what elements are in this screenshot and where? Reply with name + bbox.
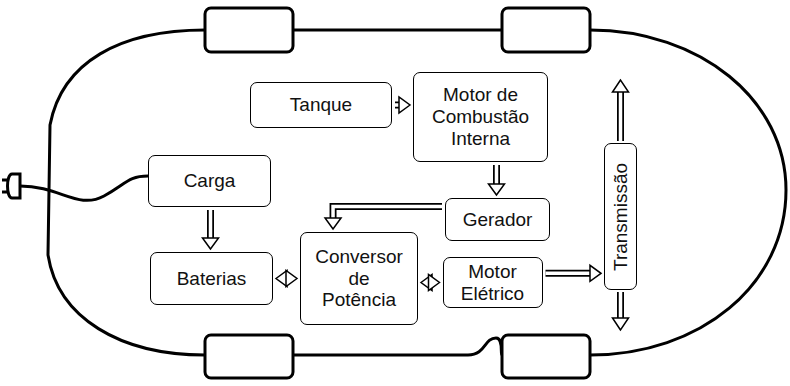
process-box: Tanque bbox=[250, 82, 392, 128]
arrow-shaft-fill bbox=[546, 272, 592, 276]
arrow-head bbox=[590, 265, 601, 281]
arrow-shaft-fill bbox=[333, 207, 442, 219]
flow-arrow bbox=[421, 275, 440, 291]
arrow-head bbox=[203, 238, 219, 249]
arrow-shaft bbox=[333, 207, 442, 219]
box-label: Gerador bbox=[463, 209, 533, 231]
flow-arrow bbox=[546, 265, 602, 281]
arrow-shaft bbox=[493, 165, 500, 185]
box-label: Baterias bbox=[177, 268, 247, 290]
transmission-box: Transmissão bbox=[604, 143, 637, 290]
box-label: Tanque bbox=[290, 94, 352, 116]
flow-arrow bbox=[203, 210, 219, 249]
box-label: Carga bbox=[184, 170, 236, 192]
wheel bbox=[502, 335, 590, 378]
plug bbox=[2, 174, 20, 198]
arrow-head bbox=[325, 218, 341, 229]
arrow-head bbox=[429, 275, 440, 291]
charging-cable bbox=[20, 176, 148, 200]
car-body-line bbox=[293, 338, 502, 355]
wheel bbox=[502, 8, 590, 52]
box-label: Conversor de Potência bbox=[311, 246, 407, 312]
wheel bbox=[205, 8, 293, 52]
flow-arrow bbox=[325, 207, 442, 229]
arrow-shaft-fill bbox=[209, 210, 213, 239]
process-box: Gerador bbox=[445, 198, 550, 241]
flow-arrow bbox=[395, 97, 410, 113]
arrow-shaft bbox=[207, 210, 214, 239]
arrow-head bbox=[489, 184, 505, 195]
wheel bbox=[205, 335, 293, 378]
box-label: Motor de Combustão Interna bbox=[422, 84, 540, 150]
process-box: Motor de Combustão Interna bbox=[413, 72, 548, 162]
arrow-head bbox=[399, 97, 410, 113]
arrow-shaft bbox=[546, 270, 592, 277]
process-box: Carga bbox=[148, 155, 271, 207]
car-body-line bbox=[293, 29, 502, 32]
process-box: Baterias bbox=[150, 252, 273, 305]
box-label: Motor Elétrico bbox=[449, 261, 537, 305]
box-label: Transmissão bbox=[610, 162, 632, 270]
process-box: Motor Elétrico bbox=[443, 257, 543, 309]
car-body-line bbox=[590, 30, 786, 355]
flow-arrow bbox=[489, 165, 505, 195]
process-box: Conversor de Potência bbox=[300, 232, 418, 325]
flow-arrow bbox=[276, 271, 297, 287]
arrow-head bbox=[286, 271, 297, 287]
arrow-shaft-fill bbox=[495, 165, 499, 185]
